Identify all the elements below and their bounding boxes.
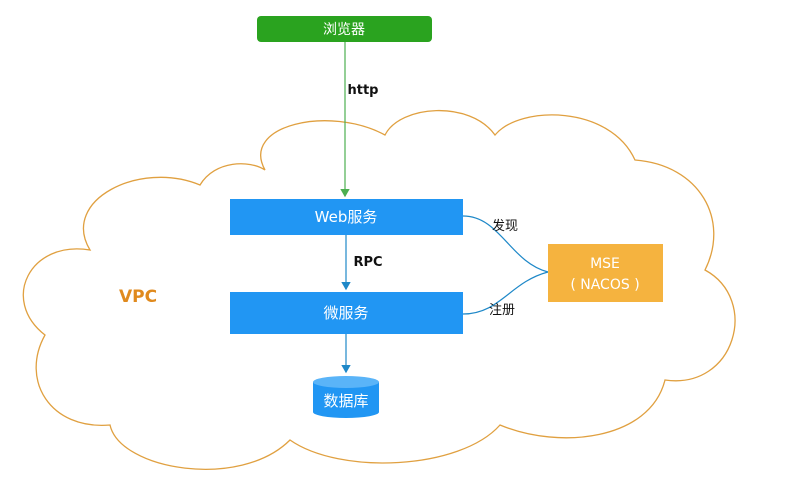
web-service-label: Web服务 [315, 208, 378, 226]
browser-node: 浏览器 [257, 16, 432, 42]
mse-node: MSE ( NACOS ) [548, 244, 663, 302]
vpc-label: VPC [119, 287, 157, 307]
browser-label: 浏览器 [323, 22, 365, 38]
discover-connector [462, 215, 549, 273]
mse-label-line1: MSE [590, 256, 620, 272]
micro-service-label: 微服务 [323, 304, 368, 322]
mse-label-line2: ( NACOS ) [570, 277, 639, 293]
database-label: 数据库 [323, 392, 368, 410]
database-cylinder-body [313, 382, 379, 418]
mse-box [548, 244, 663, 302]
discover-label: 发现 [492, 218, 518, 234]
database-node: 数据库 [313, 376, 379, 418]
micro-service-node: 微服务 [230, 292, 463, 334]
http-label: http [348, 83, 379, 98]
vpc-cloud [22, 109, 736, 470]
browser-box [257, 16, 432, 42]
micro-service-box [230, 292, 463, 334]
register-connector [462, 271, 549, 315]
register-label: 注册 [489, 303, 515, 318]
database-cylinder-top [313, 376, 379, 388]
rpc-label: RPC [353, 255, 382, 270]
web-service-box [230, 199, 463, 235]
web-service-node: Web服务 [230, 199, 463, 235]
